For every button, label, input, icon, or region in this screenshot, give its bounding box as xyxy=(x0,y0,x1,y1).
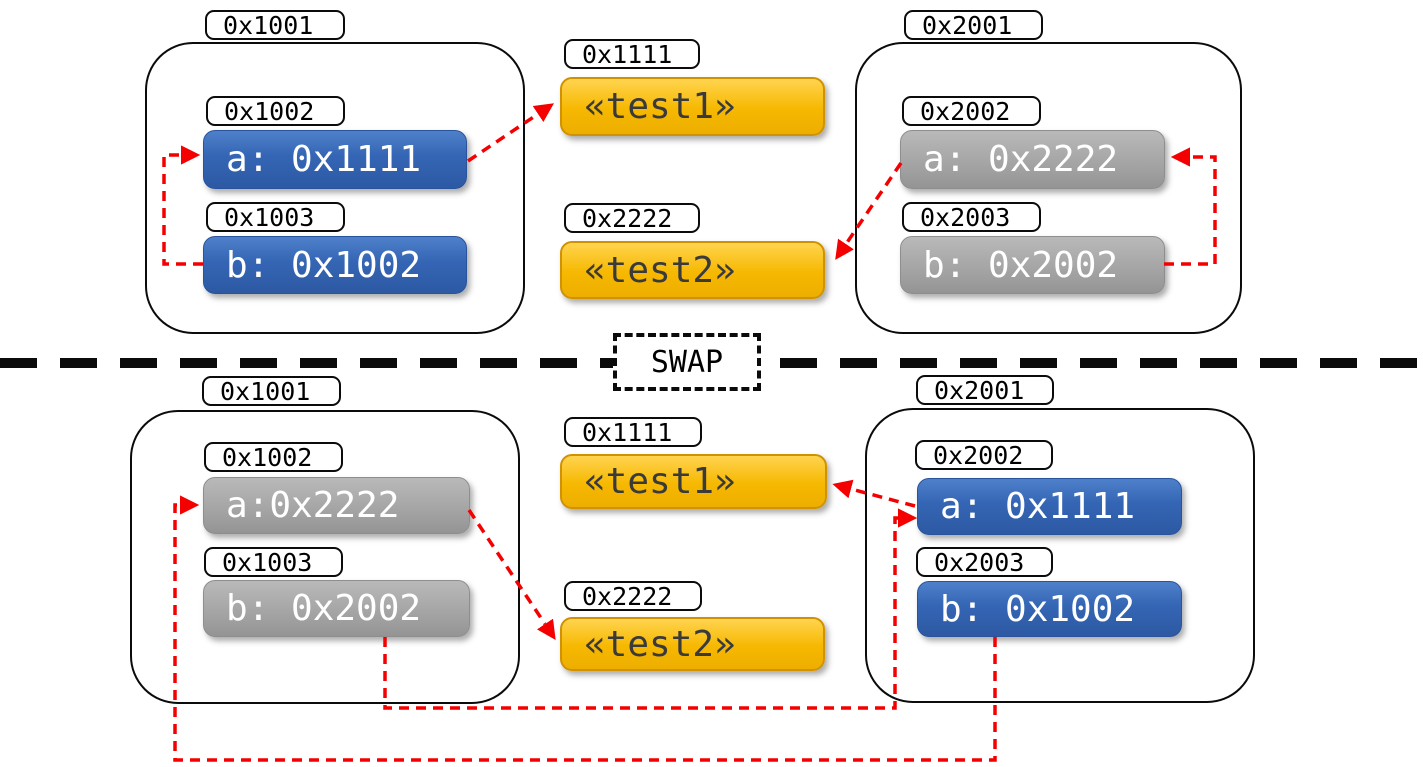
string-cell-after-test2: «test2» xyxy=(560,617,825,671)
address-tag-before-test1: 0x1111 xyxy=(564,39,700,69)
address-tag-after-right-a: 0x2002 xyxy=(915,440,1053,470)
address-tag-before-left-b: 0x1003 xyxy=(206,202,345,232)
address-tag-before-right-b: 0x2003 xyxy=(902,202,1041,232)
stack-frame-before-left xyxy=(145,42,525,334)
string-cell-before-test1: «test1» xyxy=(560,77,825,136)
var-cell-before-right-a: a: 0x2222 xyxy=(900,130,1165,189)
address-tag-after-left-b: 0x1003 xyxy=(204,547,343,577)
address-tag-after-right-b: 0x2003 xyxy=(916,547,1053,577)
swap-label-box: SWAP xyxy=(613,333,761,391)
address-tag-frame-before-right: 0x2001 xyxy=(904,10,1043,40)
var-cell-before-right-b: b: 0x2002 xyxy=(900,236,1165,294)
var-cell-after-right-b: b: 0x1002 xyxy=(917,581,1182,637)
address-tag-before-right-a: 0x2002 xyxy=(902,96,1041,126)
address-tag-before-test2: 0x2222 xyxy=(564,203,700,233)
var-cell-after-right-a: a: 0x1111 xyxy=(917,478,1182,535)
string-cell-after-test1: «test1» xyxy=(560,454,827,509)
address-tag-frame-after-left: 0x1001 xyxy=(202,376,341,406)
address-tag-frame-before-left: 0x1001 xyxy=(205,10,345,40)
var-cell-after-left-a: a:0x2222 xyxy=(203,477,470,534)
address-tag-after-test2: 0x2222 xyxy=(564,581,702,611)
var-cell-after-left-b: b: 0x2002 xyxy=(203,580,470,637)
var-cell-before-left-b: b: 0x1002 xyxy=(203,236,467,294)
address-tag-after-left-a: 0x1002 xyxy=(204,442,343,472)
string-cell-before-test2: «test2» xyxy=(560,241,825,299)
address-tag-frame-after-right: 0x2001 xyxy=(916,375,1054,405)
address-tag-after-test1: 0x1111 xyxy=(564,417,702,447)
var-cell-before-left-a: a: 0x1111 xyxy=(203,130,467,189)
address-tag-before-left-a: 0x1002 xyxy=(206,96,345,126)
